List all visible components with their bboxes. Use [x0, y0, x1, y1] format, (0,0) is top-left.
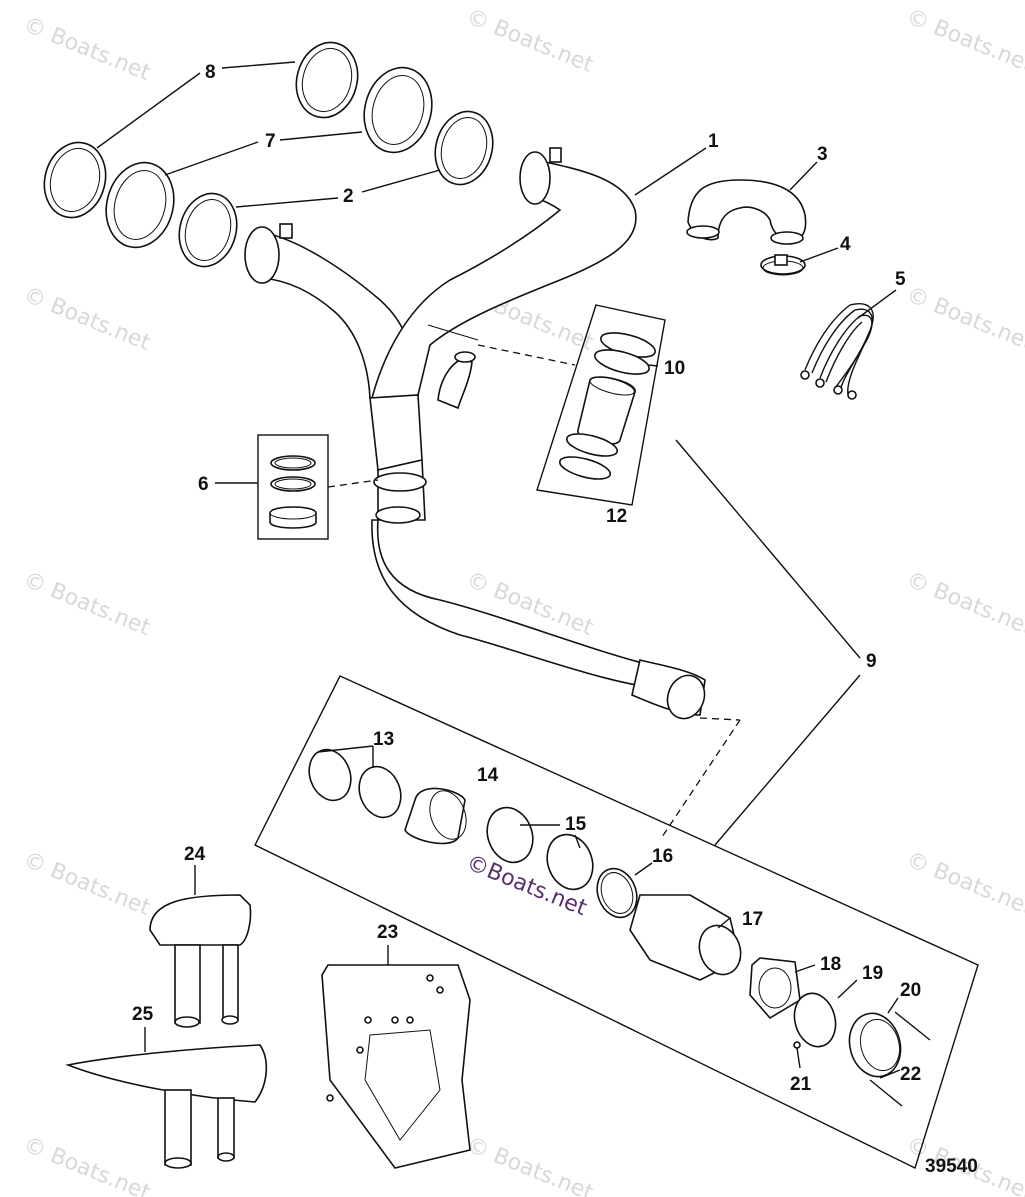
callout-13: 13 — [373, 729, 394, 750]
callout-labels: 8 7 2 1 3 4 5 6 10 12 9 13 14 15 16 17 1… — [132, 62, 978, 1177]
callout-16: 16 — [652, 846, 673, 867]
callout-21: 21 — [790, 1074, 812, 1095]
callout-22: 22 — [900, 1064, 921, 1085]
callout-19: 19 — [862, 963, 883, 984]
leader-lines — [96, 61, 901, 1079]
u-bend-hose — [686, 179, 807, 245]
watermark: © Boats.net — [903, 847, 1025, 921]
watermark: © Boats.net — [903, 4, 1025, 78]
watermark: © Boats.net — [20, 12, 154, 86]
callout-18: 18 — [820, 954, 841, 975]
coupler-kit-box — [257, 434, 379, 540]
callout-2: 2 — [343, 186, 354, 207]
callout-23: 23 — [377, 922, 398, 943]
callout-4: 4 — [840, 234, 851, 255]
exhaust-y-pipe — [244, 147, 706, 720]
watermark: © Boats.net — [20, 282, 154, 356]
callout-7: 7 — [265, 131, 276, 152]
callout-5: 5 — [895, 269, 906, 290]
callout-14: 14 — [477, 765, 499, 786]
small-hose-clamp — [760, 254, 806, 276]
outlet-assembly-box — [254, 675, 979, 1169]
callout-15: 15 — [565, 814, 587, 835]
callout-6: 6 — [198, 474, 209, 495]
cable-straps — [800, 303, 874, 400]
watermark: © Boats.net — [903, 567, 1025, 641]
gasket-rings-top — [43, 41, 494, 268]
watermark: © Boats.net — [20, 567, 154, 641]
watermark: © Boats.net — [463, 4, 597, 78]
callout-25: 25 — [132, 1004, 154, 1025]
callout-17: 17 — [742, 909, 763, 930]
callout-10: 10 — [664, 358, 685, 379]
watermark: © Boats.net — [903, 282, 1025, 356]
callout-20: 20 — [900, 980, 921, 1001]
callout-24: 24 — [184, 844, 206, 865]
watermark: © Boats.net — [463, 1132, 597, 1197]
watermark: © Boats.net — [20, 847, 154, 921]
water-pickup-25 — [65, 1044, 268, 1169]
callout-9: 9 — [866, 651, 877, 672]
watermark: © Boats.net — [20, 1132, 154, 1197]
callout-12: 12 — [606, 506, 627, 527]
callout-1: 1 — [708, 131, 719, 152]
mounting-bracket-23 — [321, 964, 471, 1169]
figure-number: 39540 — [925, 1156, 978, 1177]
callout-8: 8 — [205, 62, 216, 83]
coupler-hose-box — [477, 304, 666, 506]
water-pickup-24 — [149, 894, 252, 1028]
callout-3: 3 — [817, 144, 828, 165]
